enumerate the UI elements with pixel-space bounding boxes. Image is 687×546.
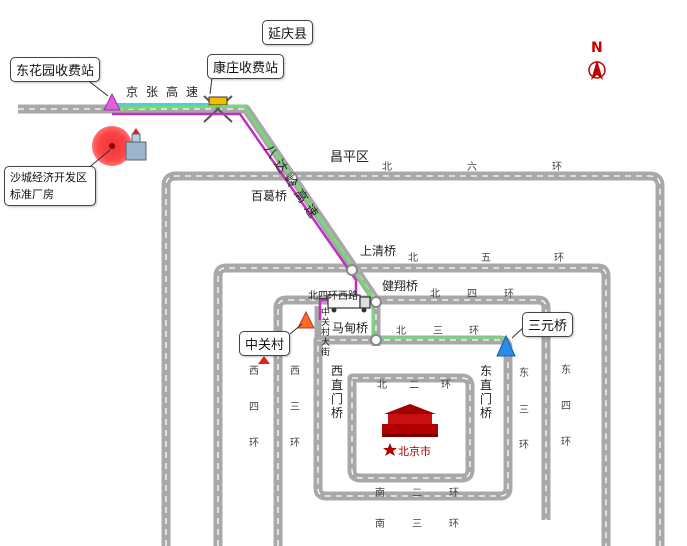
ring6-north-label-3: 环 [552,162,562,173]
toll-gate-sign [208,96,228,106]
ring3-east-label-1: 东 [519,368,529,379]
factory-wall [125,141,147,161]
capital-star-icon [383,443,397,456]
ring4-dash [277,299,547,546]
ring4-west-label-1: 西 [249,366,259,377]
madian-bridge-label: 马甸桥 [332,321,369,335]
ring3-north-label-2: 三 [433,326,443,337]
ring4-east-label-2: 四 [561,401,571,412]
xizhimen-bridge-label: 西直门桥 [331,364,344,420]
county-label: 延庆县 [262,20,314,45]
truck-wheel [331,307,337,313]
ring3-east-label-3: 环 [519,440,529,451]
sanyuanqiao-callout: 三元桥 [522,312,574,337]
interchanges [286,172,382,346]
truck-wheel [361,307,367,313]
route-green-segment [111,104,508,346]
zhongguancun-street-label: 中关村大街 [321,308,331,358]
truck-icon [327,294,371,313]
leader-kangzhuang [209,77,213,95]
interchange-jianxiang [370,296,382,308]
ring2-south-label-2: 二 [412,488,422,499]
district-label: 昌平区 [330,150,370,165]
ring6-dash [165,175,661,546]
jingzhang-expressway-label: 京张高速 [126,85,207,99]
ring3-north-label-3: 环 [469,326,479,337]
ring6-north-label-2: 六 [467,162,477,173]
north-arrow-needle [591,60,603,80]
ring3-west-label-3: 环 [290,438,300,449]
ring3-south-label-2: 三 [412,519,422,530]
baige-bridge-label: 百葛桥 [251,189,288,203]
ring3-west-label-2: 三 [290,402,300,413]
ring2-dash [351,377,471,479]
ring3-south-label-3: 环 [449,519,459,530]
route [111,103,508,346]
zhongguancun-small-marker [258,356,270,364]
ring4-north-label-1: 北 [430,289,440,300]
factory-flag [132,128,140,134]
interchange-shangqing [346,264,358,276]
tiananmen-middle [388,414,432,424]
sanyuanqiao-pin-icon [496,334,516,357]
ring2-north-label-2: 二 [409,380,419,391]
ring3-east-label-2: 三 [519,405,529,416]
ring4-west-label-2: 四 [249,402,259,413]
shangqing-bridge-label: 上清桥 [360,244,397,258]
dongzhimen-bridge-label: 东直门桥 [480,364,493,420]
shacheng-callout: 沙城经济开发区标准厂房 [4,166,96,206]
beisihuan-west-road-label: 北四环西路 [308,291,358,302]
kangzhuang-toll-callout: 康庄收费站 [207,54,285,79]
shacheng-location-center [109,143,115,149]
ring6-north-label-1: 北 [382,162,392,173]
jianxiang-bridge-label: 健翔桥 [382,279,419,293]
ring2-north-label-1: 北 [377,380,387,391]
route-purple-segment [112,112,358,320]
factory-building-icon [125,128,147,161]
tiananmen-base [382,424,438,434]
interchange-baige [286,172,298,184]
ring3-west-label-1: 西 [290,366,300,377]
leader-zhongguancun [289,323,303,335]
leader-donghuayuan [89,81,109,97]
ring5-dash [217,267,607,546]
ring4-east-label-3: 环 [561,437,571,448]
north-label: N [591,40,603,56]
ring2-north-label-3: 环 [441,380,451,391]
ring5-north-label-3: 环 [554,253,564,264]
ring4-north-label-2: 四 [467,289,477,300]
donghuayuan-pin-icon [103,92,121,111]
ring4-north-label-3: 环 [504,289,514,300]
tiananmen-step [382,434,438,437]
beijing-city-label: 北京市 [398,445,431,458]
zhongguancun-callout: 中关村 [239,331,291,356]
ring5-north-label-2: 五 [481,253,491,264]
ring3-south-label-1: 南 [375,519,385,530]
tiananmen-icon [382,404,438,437]
kangzhuang-toll-gate [203,95,233,123]
ring2-south-label-3: 环 [449,488,459,499]
tiananmen-roof [384,404,436,414]
ring5-north-label-1: 北 [408,253,418,264]
north-arrow-icon [588,60,606,80]
factory-tower [131,133,141,143]
ring4-west-label-3: 环 [249,438,259,449]
ring2-south-label-1: 南 [375,488,385,499]
interchange-madian [370,334,382,346]
ring4-east-label-1: 东 [561,365,571,376]
truck-cab [359,296,371,309]
donghuayuan-toll-callout: 东花园收费站 [10,57,101,82]
ring3-north-label-1: 北 [396,326,406,337]
